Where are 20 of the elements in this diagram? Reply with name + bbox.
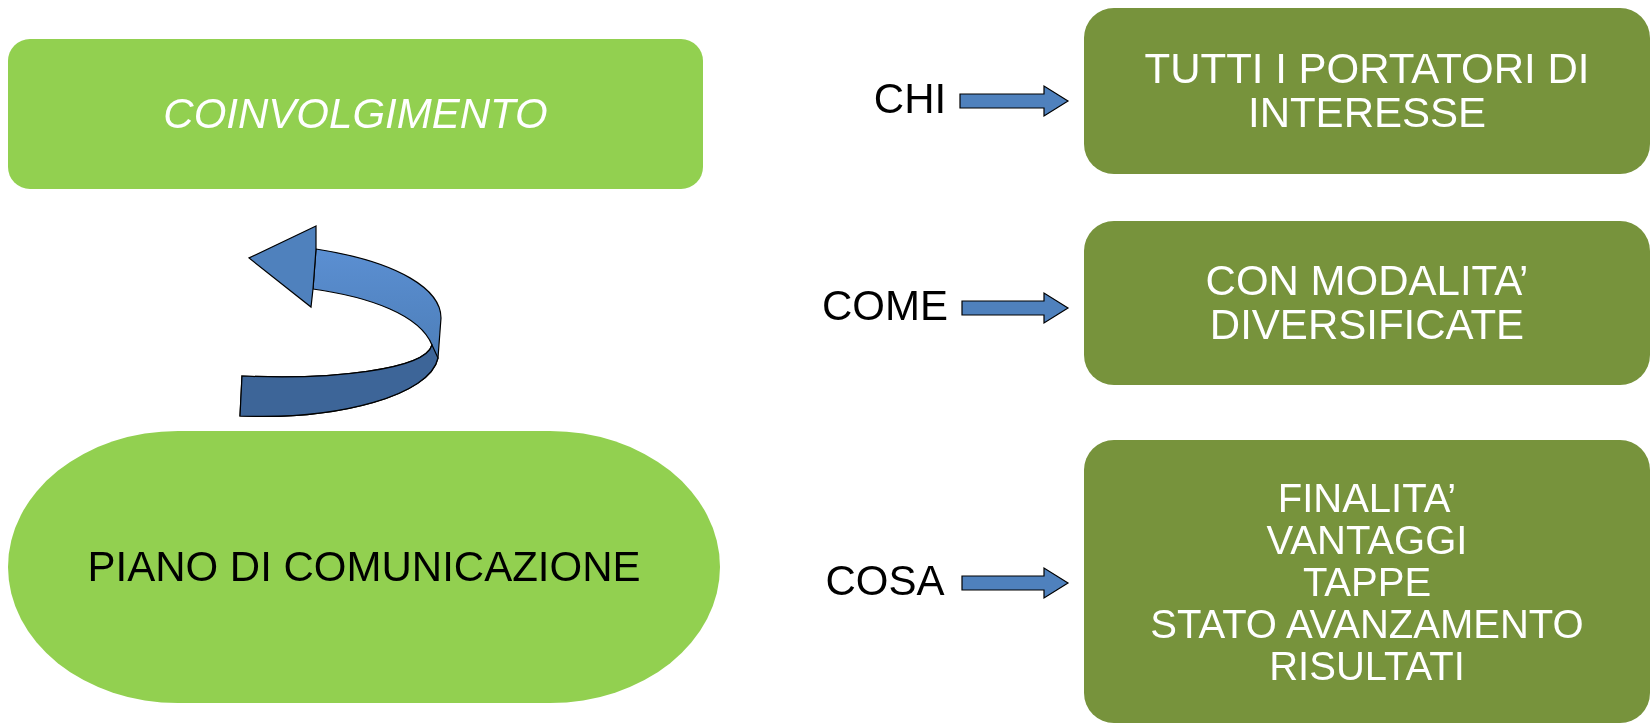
block-arrow xyxy=(961,291,1070,325)
box-text: STATO AVANZAMENTO xyxy=(1150,602,1584,645)
block-arrow xyxy=(961,566,1070,600)
process-box xyxy=(1084,221,1650,385)
box-text: VANTAGGI xyxy=(1266,518,1468,561)
process-box xyxy=(8,39,703,189)
curved-arrow xyxy=(239,225,442,417)
box-text: RISULTATI xyxy=(1269,644,1465,687)
box-text: PIANO DI COMUNICAZIONE xyxy=(87,544,641,590)
box-text: TUTTI I PORTATORI DI INTERESSE xyxy=(1143,46,1591,136)
box-text: TAPPE xyxy=(1302,560,1432,603)
box-text: COINVOLGIMENTO xyxy=(163,91,548,137)
question-label: COSA xyxy=(810,556,960,606)
process-box xyxy=(1084,440,1650,723)
block-arrow xyxy=(959,84,1070,118)
process-box xyxy=(1084,8,1650,174)
question-label: COME xyxy=(810,281,960,331)
box-text: CON MODALITA’ DIVERSIFICATE xyxy=(1204,258,1530,348)
question-label: CHI xyxy=(862,76,958,122)
box-text: FINALITA’ xyxy=(1277,476,1457,519)
